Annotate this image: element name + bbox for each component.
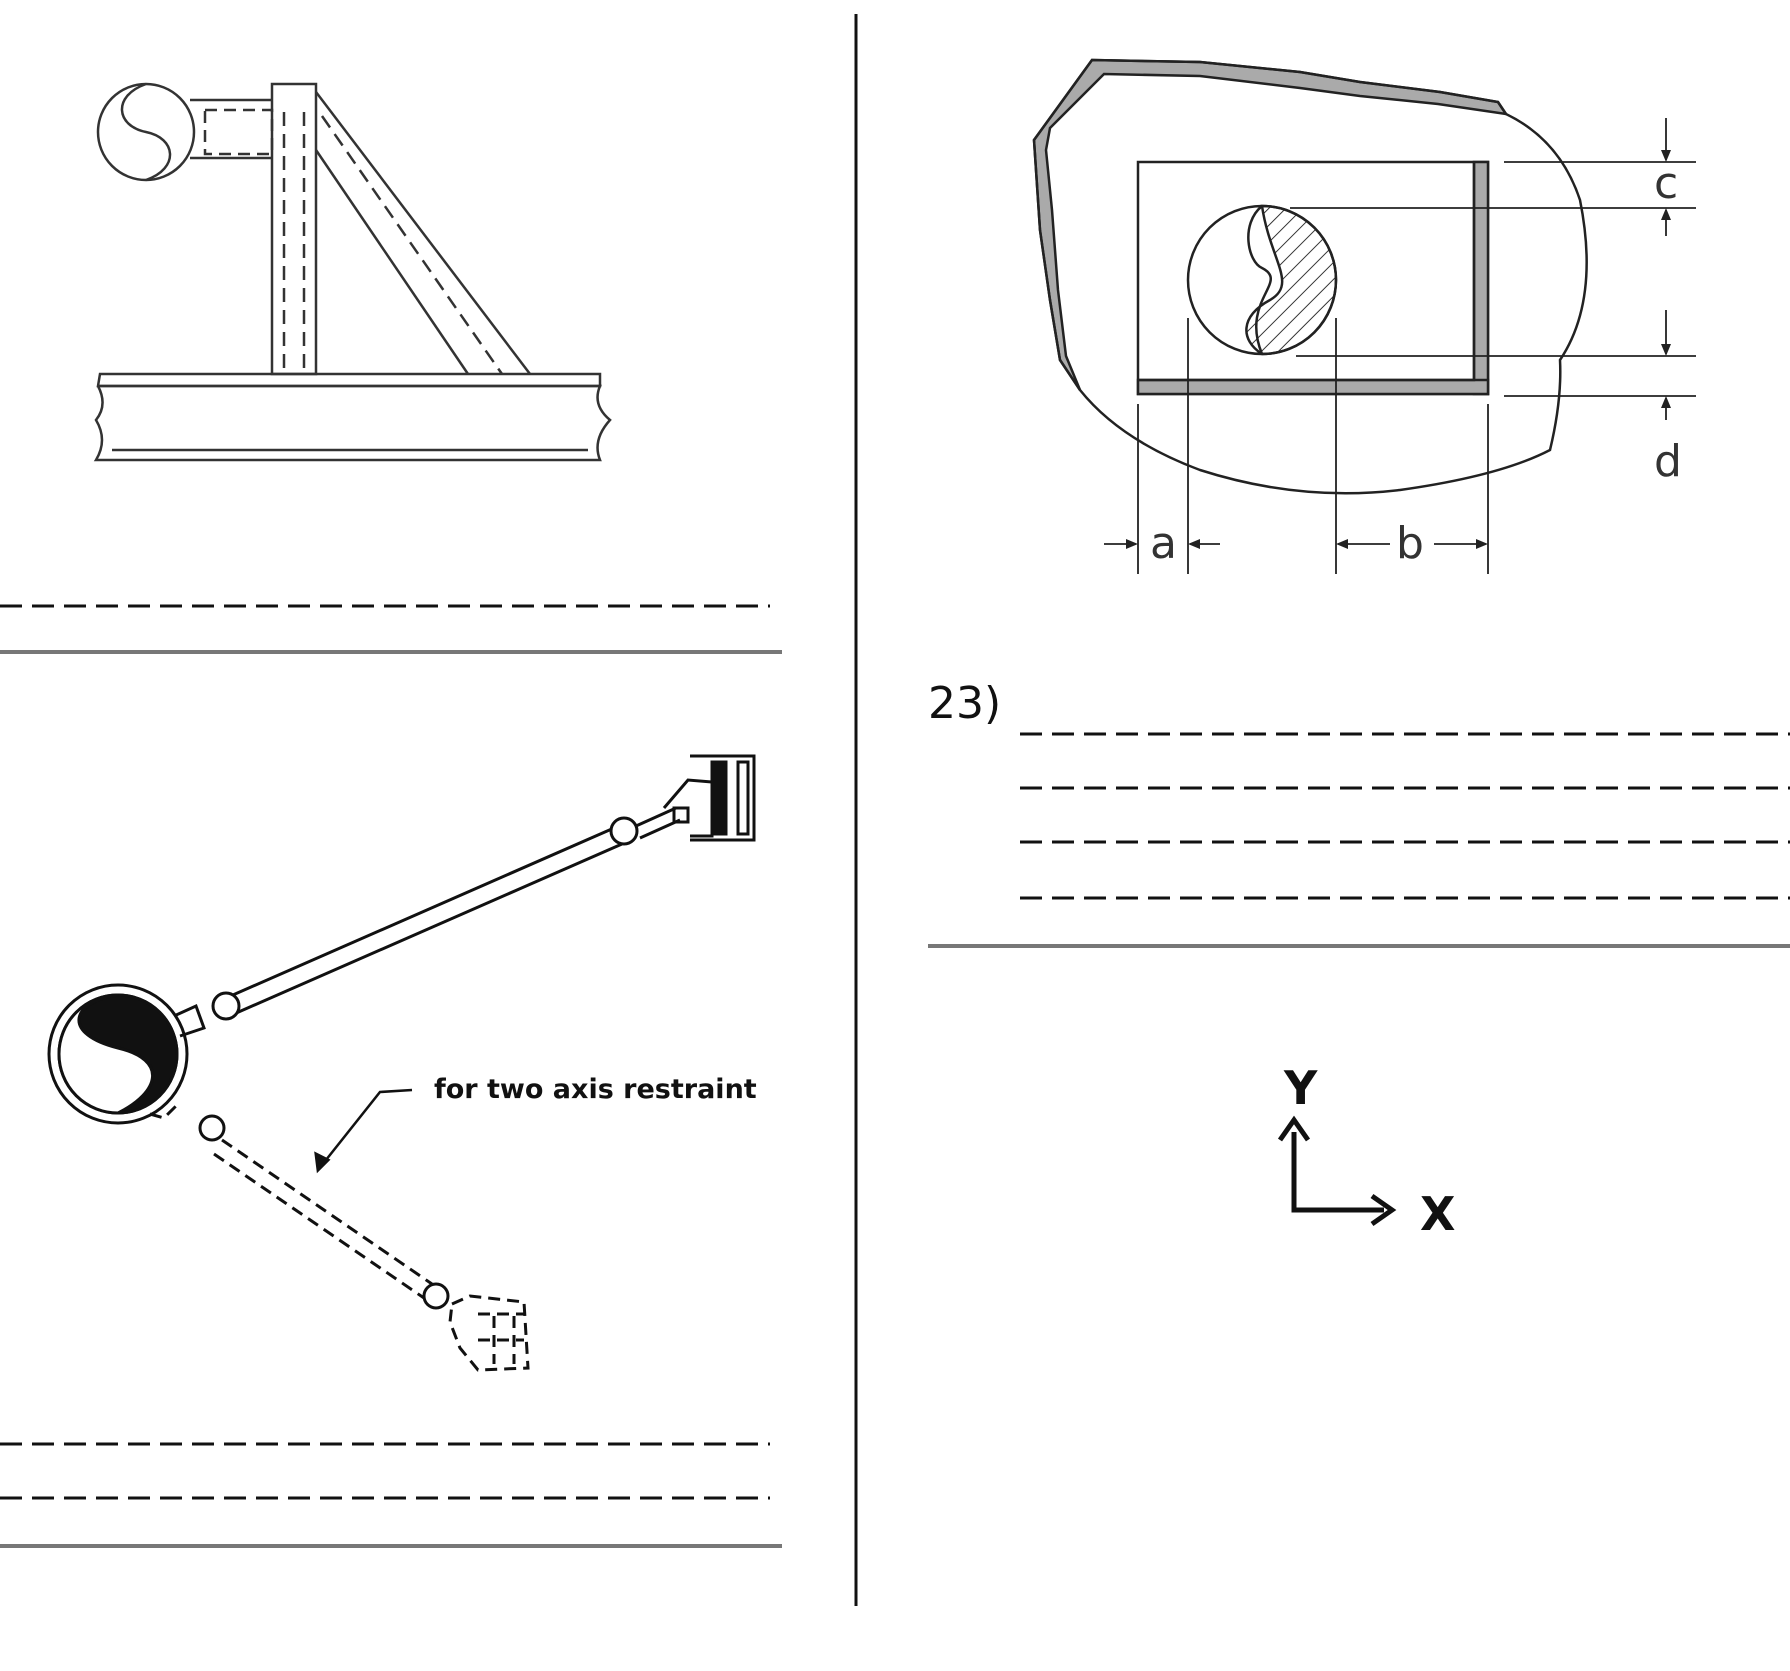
dimension-label-d: d (1654, 436, 1682, 487)
x-axis-label: X (1420, 1187, 1455, 1241)
plate-opening-figure (1032, 58, 1696, 574)
pipe-support-frame-figure (93, 82, 612, 462)
dimension-label-b: b (1396, 518, 1424, 569)
question-number: 23) (928, 678, 1002, 729)
dimension-label-c: c (1654, 158, 1678, 209)
y-axis-label: Y (1283, 1061, 1318, 1115)
xy-axes-icon (1277, 1115, 1397, 1227)
strut-annotation: for two axis restraint (434, 1074, 757, 1105)
strut-restraint-figure (47, 754, 756, 1372)
dimension-label-a: a (1150, 518, 1177, 569)
